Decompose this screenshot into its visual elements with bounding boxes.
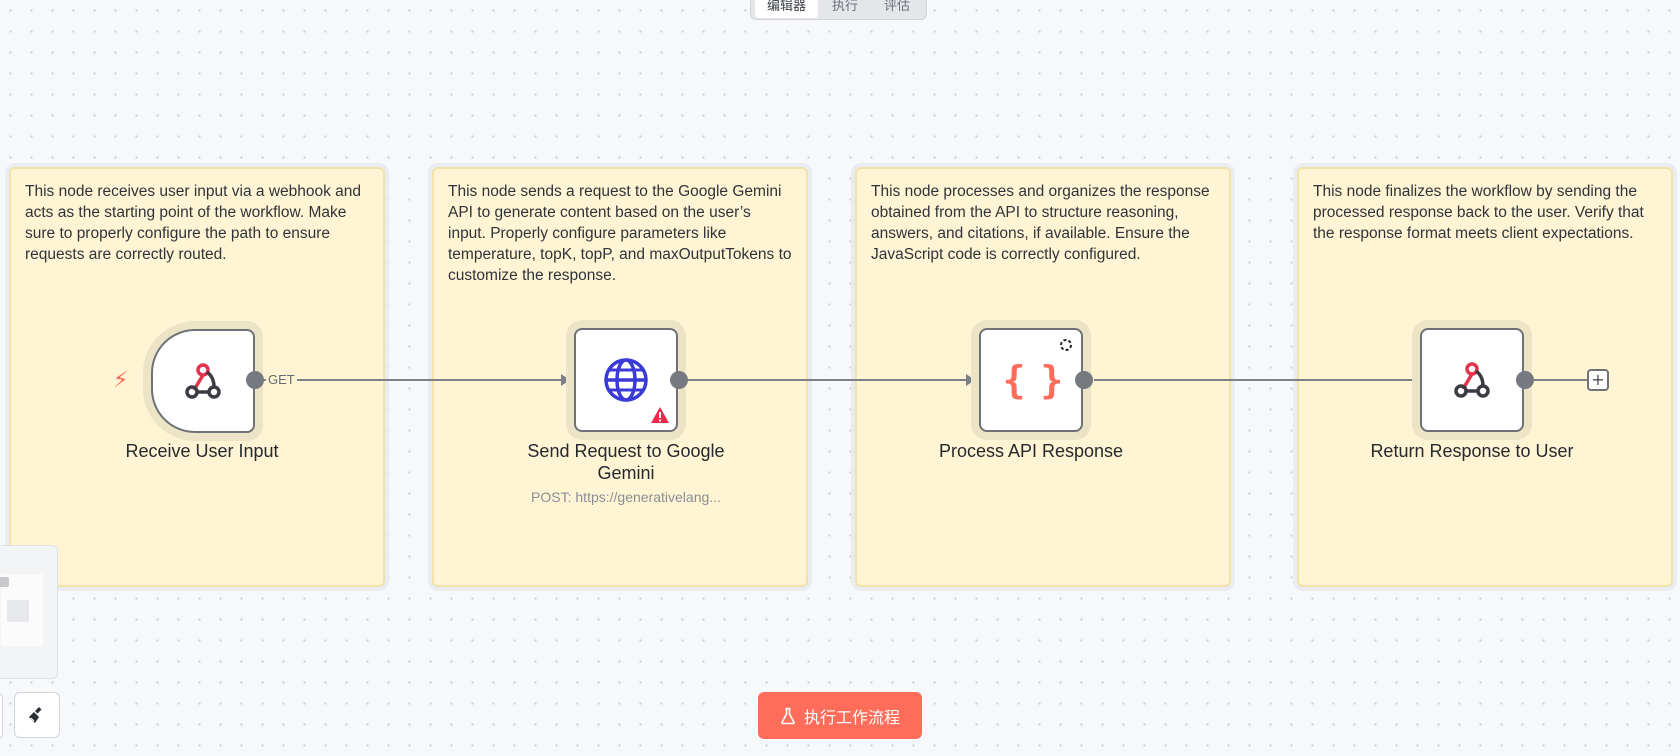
node-label: Process API Response (938, 441, 1124, 461)
webhook-icon (1454, 362, 1490, 398)
sticky-note-text: This node sends a request to the Google … (448, 183, 792, 284)
node-label: Send Request to Google Gemini (527, 441, 725, 483)
tidy-up-button[interactable] (14, 692, 60, 738)
connection-3-4[interactable] (1094, 379, 1420, 381)
sticky-note-text: This node finalizes the workflow by send… (1313, 183, 1644, 242)
output-handle[interactable] (246, 371, 264, 389)
tab-editor[interactable]: 编辑器 (755, 0, 819, 18)
webhook-icon (185, 363, 221, 399)
trigger-bolt-icon: ⚡ (113, 368, 129, 393)
zoom-control-button[interactable] (0, 692, 3, 740)
node-label: Receive User Input (125, 441, 279, 461)
output-handle[interactable] (1075, 371, 1093, 389)
connection-arrow-icon (561, 374, 570, 386)
tab-evaluations[interactable]: 评估 (884, 0, 911, 13)
node-return-response[interactable] (1420, 328, 1524, 432)
execute-workflow-button[interactable]: 执行工作流程 (758, 692, 922, 739)
warning-icon[interactable] (650, 406, 670, 424)
sticky-note-1[interactable]: This node receives user input via a webh… (9, 167, 385, 587)
sticky-note-4[interactable]: This node finalizes the workflow by send… (1297, 167, 1673, 587)
broom-icon (29, 707, 42, 723)
node-subtitle: POST: https://generativelang... (531, 489, 721, 505)
sticky-note-text: This node processes and organizes the re… (871, 183, 1210, 263)
node-send-request-gemini[interactable] (574, 328, 678, 432)
view-mode-tabs: 编辑器 执行 评估 (750, 0, 928, 20)
node-label: Return Response to User (1370, 441, 1574, 461)
minimap-node (7, 600, 29, 622)
output-handle[interactable] (1516, 371, 1534, 389)
output-method-label: GET (266, 372, 297, 387)
add-node-button[interactable]: + (1587, 369, 1609, 391)
sticky-note-text: This node receives user input via a webh… (25, 183, 362, 263)
connection-4-add[interactable] (1534, 379, 1588, 381)
globe-icon (604, 358, 648, 402)
connection-arrow-icon (966, 374, 975, 386)
connection-2-3[interactable] (688, 379, 974, 381)
code-braces-icon: { } (1002, 358, 1064, 402)
connection-1-2[interactable] (264, 379, 570, 381)
canvas-minimap[interactable] (0, 545, 58, 679)
minimap-node-chip (0, 577, 9, 587)
node-process-api-response[interactable]: { } (979, 328, 1083, 432)
pending-status-icon (1060, 339, 1072, 351)
output-handle[interactable] (670, 371, 688, 389)
tab-executions[interactable]: 执行 (832, 0, 859, 13)
flask-icon (781, 707, 795, 724)
node-receive-user-input[interactable] (151, 329, 255, 433)
execute-workflow-label: 执行工作流程 (803, 709, 900, 727)
